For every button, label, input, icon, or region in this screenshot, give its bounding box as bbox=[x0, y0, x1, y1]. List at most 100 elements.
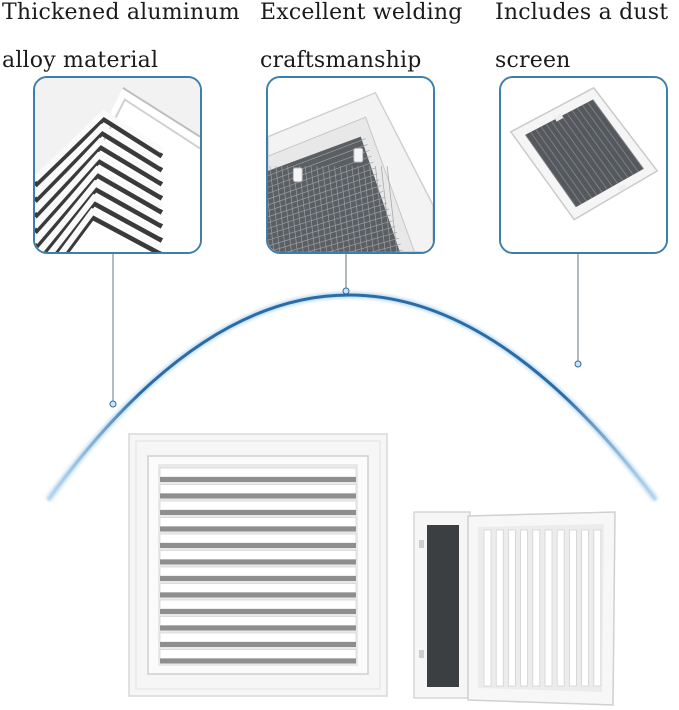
screen-line bbox=[545, 123, 598, 196]
main-vent-front bbox=[128, 433, 388, 697]
screen-line bbox=[550, 120, 603, 193]
mesh-line bbox=[268, 179, 380, 218]
mesh-line bbox=[322, 165, 333, 252]
louver-shadow bbox=[35, 158, 164, 234]
louver-shadow bbox=[35, 116, 164, 188]
louver-slat bbox=[35, 165, 164, 245]
louver-shadow bbox=[35, 144, 164, 219]
mesh-line bbox=[268, 155, 372, 194]
screen-line bbox=[587, 102, 639, 173]
louver-slat bbox=[159, 566, 357, 577]
louver-gap bbox=[160, 658, 356, 664]
arc-line bbox=[46, 293, 658, 501]
louver-gap bbox=[160, 526, 356, 532]
louver-slat bbox=[35, 109, 164, 182]
mesh-line bbox=[268, 167, 376, 206]
louver-slat bbox=[159, 533, 357, 544]
louver-shadow bbox=[41, 186, 164, 252]
vertical-slat bbox=[520, 529, 528, 687]
caption-line: Includes a dust bbox=[495, 0, 669, 25]
mesh-line bbox=[306, 226, 396, 252]
louver-slat bbox=[159, 484, 357, 494]
mesh-line bbox=[334, 165, 345, 252]
screen-line bbox=[535, 129, 587, 202]
screen-line bbox=[525, 134, 577, 208]
mesh-line bbox=[269, 165, 281, 252]
screen-line bbox=[576, 107, 629, 178]
mesh-line bbox=[369, 165, 380, 252]
vertical-slat bbox=[495, 529, 504, 687]
feature-caption-welding: Excellent welding craftsmanship bbox=[260, 0, 480, 85]
louver-gap bbox=[160, 493, 356, 499]
mesh-line bbox=[281, 165, 292, 252]
louver-gap bbox=[160, 477, 356, 482]
mesh-line bbox=[268, 191, 384, 229]
screen-line bbox=[571, 110, 624, 181]
louver-slat bbox=[47, 193, 164, 252]
caption-line: craftsmanship bbox=[260, 48, 422, 73]
vertical-slat bbox=[532, 529, 541, 687]
louver-slat bbox=[58, 207, 164, 252]
mesh-line bbox=[268, 150, 370, 188]
mesh-line bbox=[380, 165, 392, 252]
louver-slat bbox=[159, 616, 357, 626]
caption-line: Thickened aluminum bbox=[2, 0, 240, 25]
louver-shadow bbox=[53, 200, 164, 252]
vertical-slat bbox=[507, 529, 516, 687]
louver-slat bbox=[35, 151, 164, 229]
mesh-line bbox=[268, 196, 386, 235]
feature-caption-aluminum: Thickened aluminum alloy material bbox=[2, 0, 252, 85]
mesh-line bbox=[268, 214, 392, 252]
louver-slat bbox=[159, 500, 357, 511]
louver-gap bbox=[160, 559, 356, 565]
louver-slat bbox=[35, 123, 164, 198]
detail-panel-dust-screen bbox=[499, 76, 668, 254]
arc-node bbox=[574, 360, 582, 368]
arc-node bbox=[109, 400, 117, 408]
mesh-line bbox=[349, 237, 399, 252]
mesh-line bbox=[268, 197, 275, 252]
mesh-line bbox=[310, 165, 322, 252]
louver-shadow bbox=[63, 214, 163, 252]
screen-line bbox=[561, 115, 613, 187]
vertical-slat bbox=[556, 529, 565, 687]
louver-slat bbox=[159, 550, 357, 560]
mesh-line bbox=[268, 185, 382, 223]
detail-panel-aluminum bbox=[33, 76, 202, 254]
louver-gap bbox=[160, 510, 356, 515]
mesh-line bbox=[371, 243, 401, 252]
mesh-line bbox=[268, 144, 368, 182]
caption-line: alloy material bbox=[2, 48, 159, 73]
louver-gap bbox=[160, 625, 356, 631]
mesh-line bbox=[351, 165, 363, 252]
hinged-vent-open bbox=[413, 511, 616, 706]
caption-line: screen bbox=[495, 48, 571, 73]
screen-line bbox=[540, 126, 593, 199]
mesh-line bbox=[268, 138, 366, 177]
mesh-line bbox=[386, 165, 398, 252]
louver-slat bbox=[35, 137, 164, 213]
vertical-slat bbox=[569, 529, 577, 687]
mesh-line bbox=[286, 220, 394, 252]
mesh-line bbox=[375, 165, 386, 252]
mesh-line bbox=[363, 165, 374, 252]
louver-slat bbox=[159, 467, 357, 478]
mesh-line bbox=[268, 161, 374, 200]
feature-caption-dust-screen: Includes a dust screen bbox=[495, 0, 679, 85]
arc-node bbox=[342, 287, 350, 295]
louver-gap bbox=[160, 543, 356, 548]
louver-slat bbox=[159, 632, 357, 643]
louver-corner-image bbox=[35, 78, 200, 252]
louver-gap bbox=[160, 592, 356, 598]
mesh-line bbox=[316, 165, 327, 252]
screen-line bbox=[592, 99, 644, 170]
mesh-line bbox=[339, 165, 351, 252]
mesh-line bbox=[268, 208, 390, 247]
welding-corner-image bbox=[268, 78, 433, 252]
vertical-slat bbox=[581, 529, 589, 687]
caption-line: Excellent welding bbox=[260, 0, 463, 25]
louver-gap bbox=[160, 609, 356, 614]
screen-line bbox=[582, 104, 634, 176]
screen-line bbox=[530, 131, 582, 205]
